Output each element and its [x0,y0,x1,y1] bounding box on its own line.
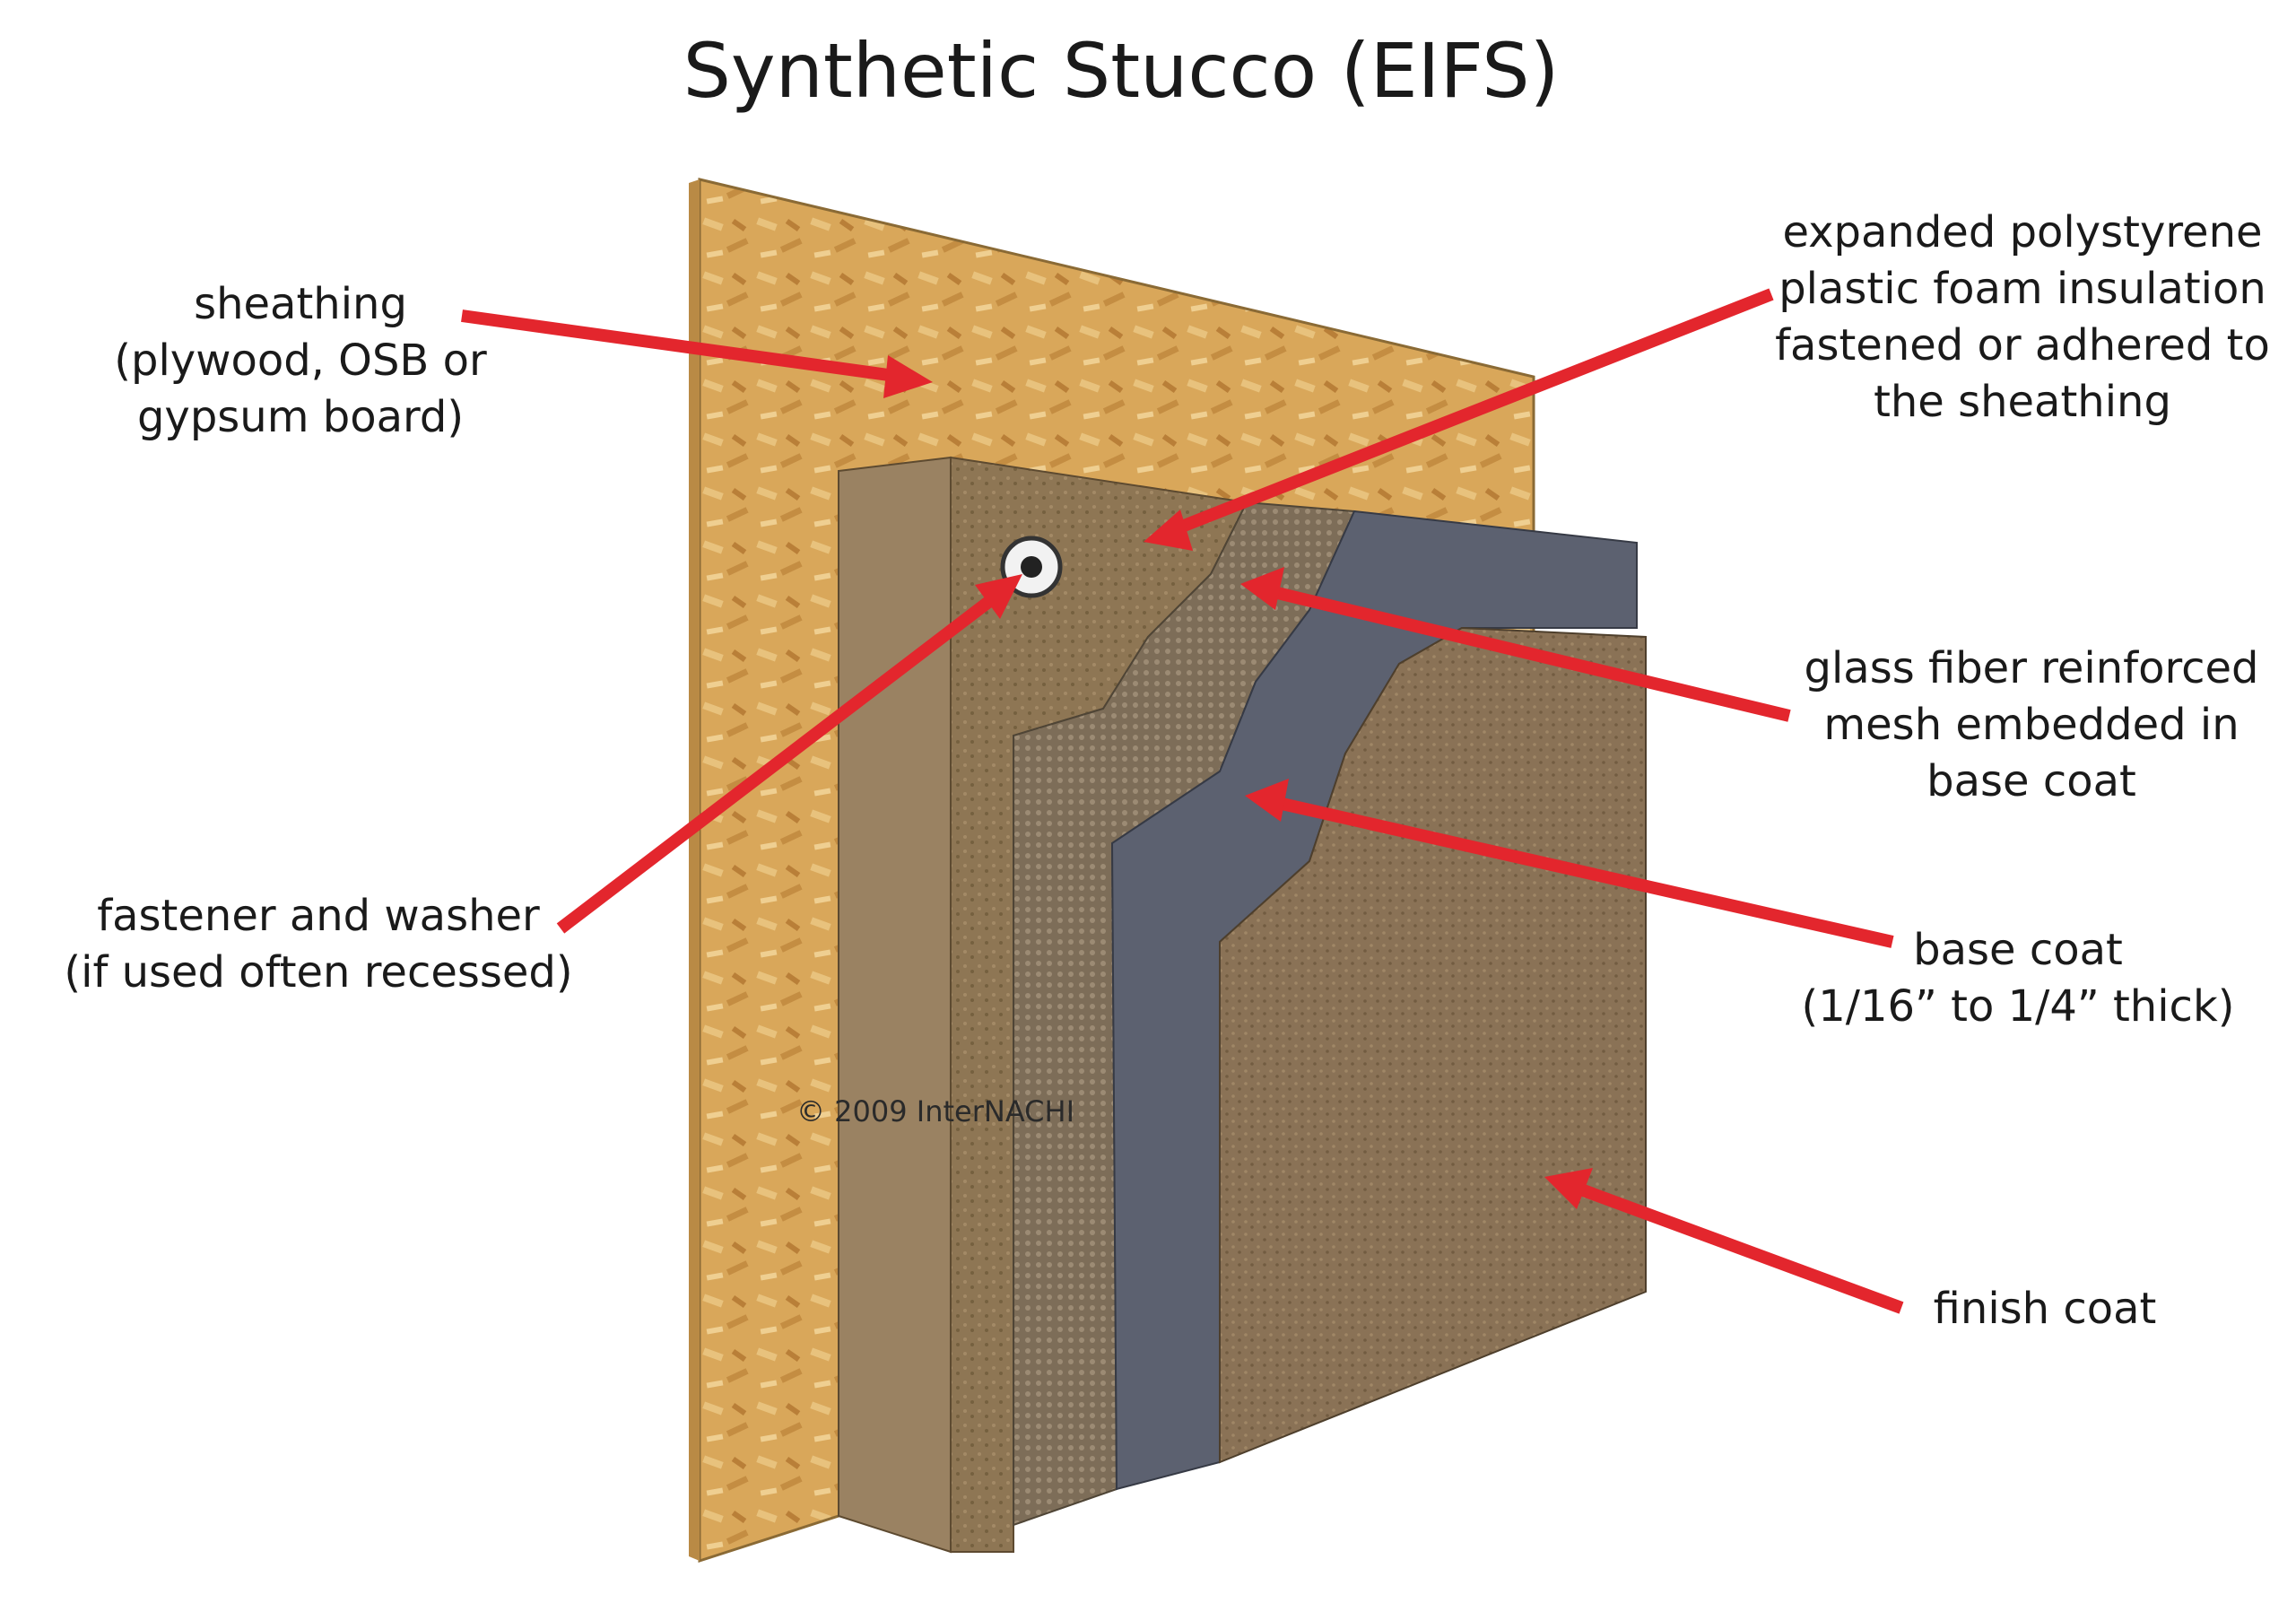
arrow-foam [1172,288,1774,536]
arrow-sheathing [461,309,902,383]
label-line: glass fiber reinforced [1804,643,2259,693]
arrow-fastener [556,591,1000,934]
label-line: (plywood, OSB or [114,335,487,386]
label-line: fastener and washer [97,891,540,941]
label-base-coat: base coat (1/16” to 1/4” thick) [1794,922,2242,1035]
arrow-foam-head [1144,510,1193,551]
fastener-head [1021,556,1042,578]
label-line: sheathing [194,279,407,329]
label-sheathing: sheathing (plywood, OSB or gypsum board) [99,276,502,446]
arrows [461,288,1904,1314]
arrow-mesh [1272,586,1791,722]
label-line: fastened or adhered to [1775,320,2270,370]
arrow-finish-coat [1576,1182,1904,1314]
label-line: plastic foam insulation [1779,264,2266,314]
copyright-notice: © 2009 InterNACHI [796,1094,1074,1128]
arrow-base-coat-head [1245,779,1289,822]
label-mesh: glass fiber reinforced mesh embedded in … [1798,640,2265,810]
label-line: gypsum board) [136,392,465,442]
arrow-base-coat [1276,797,1894,948]
label-line: expanded polystyrene [1782,207,2263,257]
label-line: finish coat [1933,1284,2157,1334]
foam-block-side [838,456,952,1554]
finish-coat-layer [1219,626,1647,1464]
label-line: mesh embedded in [1823,700,2239,750]
label-foam-insulation: expanded polystyrene plastic foam insula… [1771,205,2274,431]
label-line: (if used often recessed) [64,947,573,998]
sheathing-board-edge [689,179,700,1561]
label-line: the sheathing [1874,377,2171,427]
label-fastener: fastener and washer (if used often reces… [54,888,583,1001]
diagram-title: Synthetic Stucco (EIFS) [683,27,1560,115]
label-line: base coat [1913,925,2123,975]
arrow-sheathing-head [883,355,933,398]
arrow-mesh-head [1240,567,1284,610]
label-finish-coat: finish coat [1910,1281,2179,1337]
label-line: (1/16” to 1/4” thick) [1801,981,2235,1032]
arrow-finish-coat-head [1544,1168,1593,1209]
arrow-fastener-head [975,574,1022,619]
label-line: base coat [1926,756,2136,806]
